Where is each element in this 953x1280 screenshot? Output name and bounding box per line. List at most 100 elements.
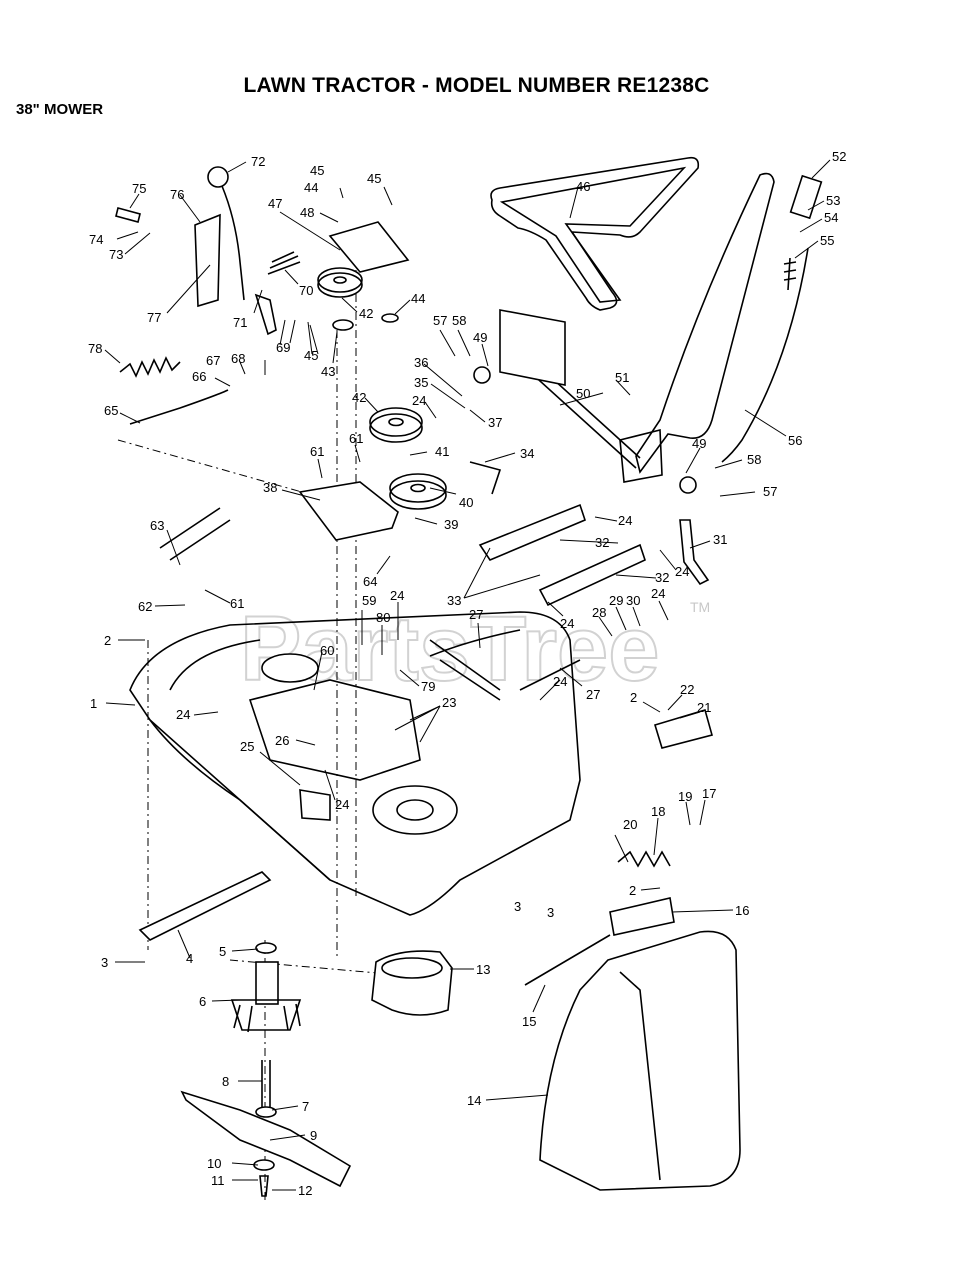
link-rod [524, 934, 611, 986]
callout-24: 24 [412, 393, 426, 408]
callout-14: 14 [467, 1093, 481, 1108]
callout-56: 56 [788, 433, 802, 448]
callout-46: 46 [576, 179, 590, 194]
callout-9: 9 [310, 1128, 317, 1143]
callout-51: 51 [615, 370, 629, 385]
page-title: LAWN TRACTOR - MODEL NUMBER RE1238C [243, 74, 710, 97]
callout-31: 31 [713, 532, 727, 547]
callout-32: 32 [655, 570, 669, 585]
callout-43: 43 [321, 364, 335, 379]
spring [617, 850, 671, 868]
spindle-assembly [230, 942, 302, 1118]
callout-37: 37 [488, 415, 502, 430]
callout-61: 61 [230, 596, 244, 611]
mower-deck [129, 611, 581, 916]
callout-24: 24 [618, 513, 632, 528]
callout-66: 66 [192, 369, 206, 384]
callout-3: 3 [101, 955, 108, 970]
callout-50: 50 [576, 386, 590, 401]
callout-24: 24 [553, 674, 567, 689]
stabilizer-bar [138, 871, 272, 941]
assembly-axis [117, 439, 331, 501]
page-subtitle: 38" MOWER [16, 101, 104, 118]
callout-24: 24 [651, 586, 665, 601]
callout-15: 15 [522, 1014, 536, 1029]
blade-bolt [259, 1175, 269, 1197]
link-rod [159, 507, 231, 561]
callout-20: 20 [623, 817, 637, 832]
link-rod [469, 461, 502, 495]
lift-handle-assembly [473, 172, 823, 494]
callout-44: 44 [411, 291, 425, 306]
callout-24: 24 [335, 797, 349, 812]
callout-70: 70 [299, 283, 313, 298]
callout-11: 11 [211, 1173, 225, 1188]
washer [381, 313, 399, 323]
callout-48: 48 [300, 205, 314, 220]
washer [332, 319, 354, 331]
callout-61: 61 [310, 444, 324, 459]
deck-bracket [609, 897, 675, 936]
callout-40: 40 [459, 495, 473, 510]
leader-lines [104, 159, 831, 1191]
lift-arm-bracket [679, 519, 710, 586]
callout-52: 52 [832, 149, 846, 164]
callout-59: 59 [362, 593, 376, 608]
callout-22: 22 [680, 682, 694, 697]
callout-26: 26 [275, 733, 289, 748]
watermark-trademark: TM [690, 599, 710, 615]
idler-pulley [389, 473, 447, 510]
callout-55: 55 [820, 233, 834, 248]
callout-54: 54 [824, 210, 838, 225]
callout-58: 58 [747, 452, 761, 467]
callout-71: 71 [233, 315, 247, 330]
callout-25: 25 [240, 739, 254, 754]
callout-68: 68 [231, 351, 245, 366]
callout-30: 30 [626, 593, 640, 608]
deck-bracket [654, 708, 713, 749]
callout-24: 24 [390, 588, 404, 603]
callout-12: 12 [298, 1183, 312, 1198]
callout-39: 39 [444, 517, 458, 532]
callout-65: 65 [104, 403, 118, 418]
callout-23: 23 [442, 695, 456, 710]
callout-45: 45 [367, 171, 381, 186]
callout-13: 13 [476, 962, 490, 977]
callout-64: 64 [363, 574, 377, 589]
baffle [371, 950, 453, 1016]
callout-58: 58 [452, 313, 466, 328]
callout-3: 3 [547, 905, 554, 920]
callout-38: 38 [263, 480, 277, 495]
callout-76: 76 [170, 187, 184, 202]
callout-61: 61 [349, 431, 363, 446]
link-rod [129, 389, 229, 425]
idler-pulley [369, 407, 423, 443]
callout-42: 42 [359, 306, 373, 321]
idler-bracket [298, 481, 399, 541]
callout-2: 2 [104, 633, 111, 648]
chute-deflector [539, 930, 741, 1191]
callout-49: 49 [692, 436, 706, 451]
callout-77: 77 [147, 310, 161, 325]
callout-6: 6 [199, 994, 206, 1009]
callout-47: 47 [268, 196, 282, 211]
callout-2: 2 [629, 883, 636, 898]
callout-8: 8 [222, 1074, 229, 1089]
callout-80: 80 [376, 610, 390, 625]
callout-45: 45 [310, 163, 324, 178]
callout-57: 57 [763, 484, 777, 499]
callout-78: 78 [88, 341, 102, 356]
baffle-opening [381, 957, 443, 979]
callout-2: 2 [630, 690, 637, 705]
mower-blade [180, 1090, 352, 1188]
callout-24: 24 [176, 707, 190, 722]
lift-arm [538, 543, 646, 607]
idler-pulley [317, 267, 363, 298]
idler-bracket [328, 221, 410, 273]
callout-28: 28 [592, 605, 606, 620]
callout-24: 24 [560, 616, 574, 631]
callout-19: 19 [678, 789, 692, 804]
callout-44: 44 [304, 180, 318, 195]
callout-4: 4 [186, 951, 193, 966]
